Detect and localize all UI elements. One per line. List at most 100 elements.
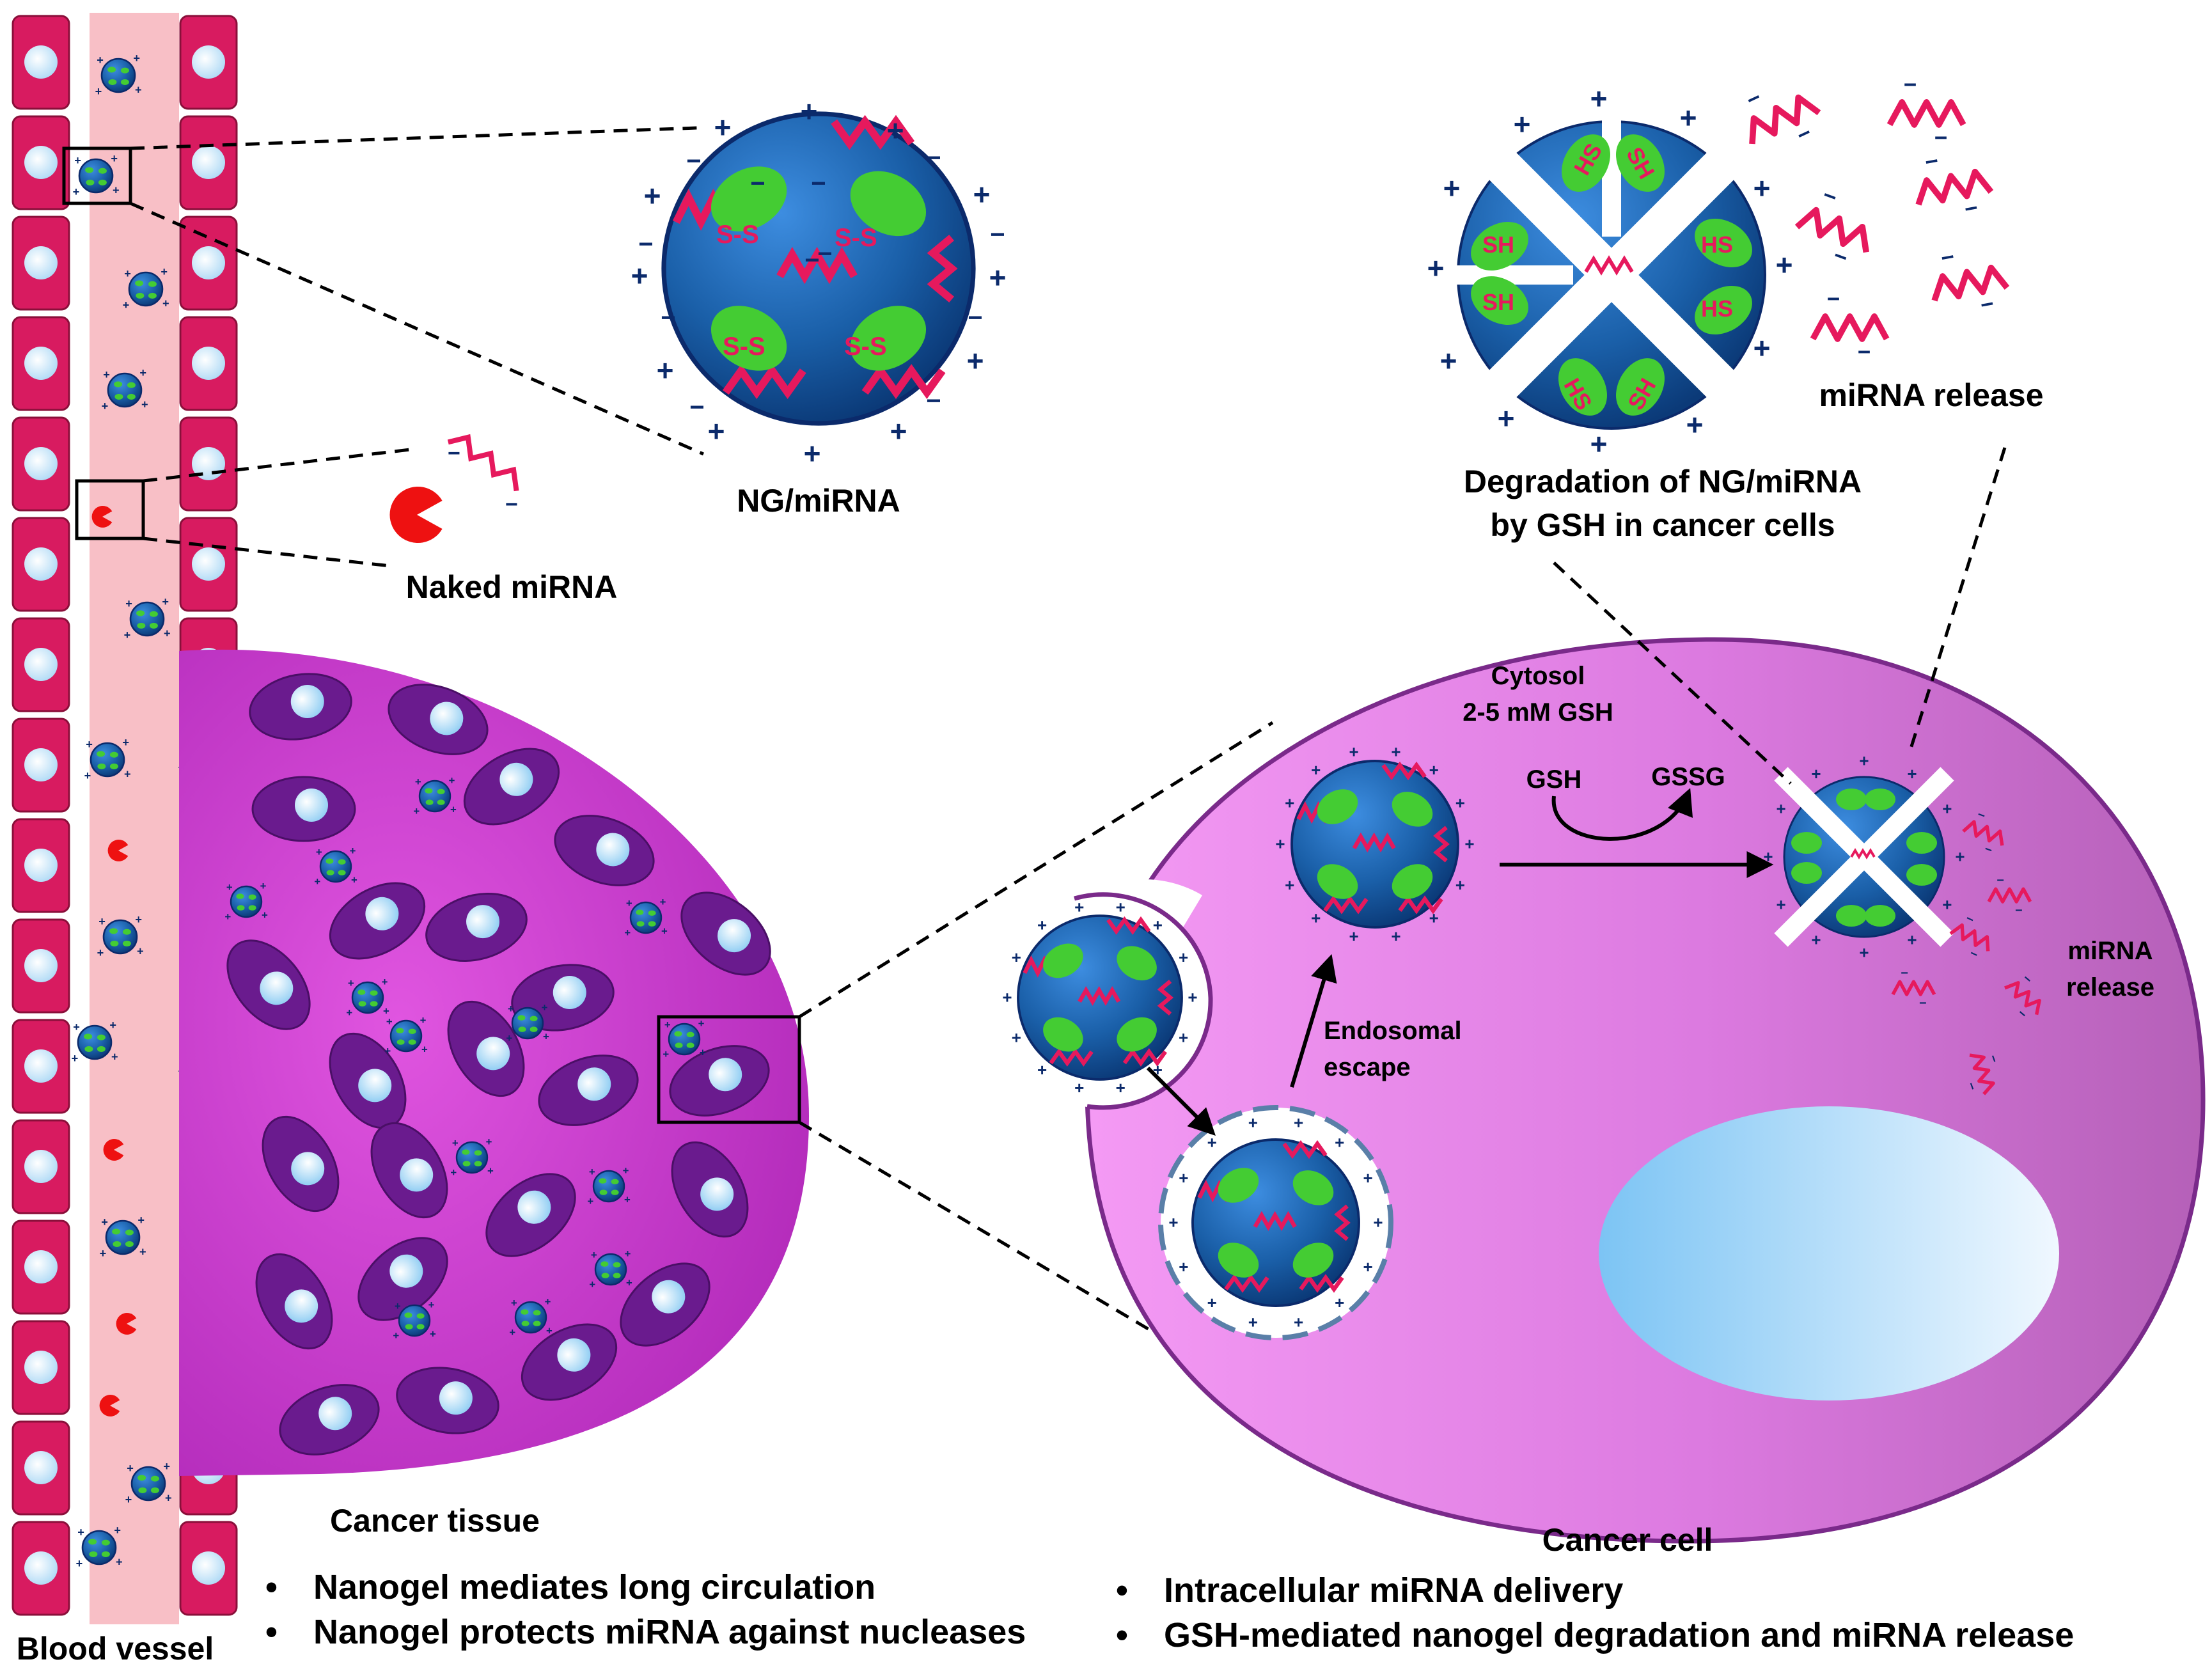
endothelial-cell xyxy=(12,216,70,311)
tumor-cell xyxy=(521,1323,618,1401)
plus-charge: + xyxy=(1335,1133,1344,1152)
plus-charge: + xyxy=(967,344,984,377)
minus-charge: − xyxy=(1827,286,1840,311)
plus-charge: + xyxy=(1811,764,1821,783)
arrow-endosomal-escape xyxy=(1290,953,1337,1088)
plus-charge: + xyxy=(1188,988,1197,1007)
plus-charge: + xyxy=(1464,835,1474,854)
plus-charge: + xyxy=(1859,943,1869,962)
zoom-box-naked-mirna xyxy=(75,479,145,540)
plus-charge: + xyxy=(1179,1257,1188,1276)
minus-charge: − xyxy=(1923,148,1940,175)
nanogel-in-circulation xyxy=(75,1523,123,1571)
minus-charge: − xyxy=(1996,874,2004,888)
free-mirna: −− xyxy=(1910,148,1996,222)
degrading-nanogel-in-cell xyxy=(1774,767,1954,947)
bullet-left-1: Nanogel mediates long circulation xyxy=(313,1568,875,1606)
plus-charge: + xyxy=(1753,171,1771,205)
bullet-symbol: • xyxy=(1116,1571,1128,1610)
tumor-cell xyxy=(425,892,528,962)
nanogel-in-circulation xyxy=(70,1017,119,1066)
tissue-cells xyxy=(226,673,771,1455)
plus-charge: + xyxy=(1363,1168,1373,1188)
minus-charge: − xyxy=(505,492,518,517)
tumor-cell xyxy=(388,684,489,755)
plus-charge: + xyxy=(1012,1028,1021,1047)
plus-charge: + xyxy=(1012,948,1021,967)
disulfide-label: S-S xyxy=(723,333,765,361)
tumor-cell xyxy=(669,1045,770,1117)
tumor-cell xyxy=(485,1173,576,1257)
plus-charge: + xyxy=(1037,915,1047,934)
free-mirna: −− xyxy=(1890,72,1963,150)
endothelial-cell xyxy=(12,1119,70,1214)
minus-charge: − xyxy=(686,147,701,175)
tumor-cell xyxy=(255,1253,333,1350)
plus-charge: + xyxy=(1275,835,1285,854)
tumor-cell xyxy=(680,891,771,976)
minus-charge: − xyxy=(817,240,832,268)
plus-charge: + xyxy=(1680,101,1697,134)
plus-charge: + xyxy=(1074,1078,1084,1097)
endothelial-cell xyxy=(12,1320,70,1415)
plus-charge: + xyxy=(1429,908,1439,927)
endothelial-cell xyxy=(12,1420,70,1516)
plus-charge: + xyxy=(1349,742,1358,761)
plus-charge: + xyxy=(801,95,818,128)
minus-charge: − xyxy=(2015,904,2023,918)
minus-charge: − xyxy=(926,144,941,172)
plus-charge: + xyxy=(1074,897,1084,916)
mirna-release-cell-label-2: release xyxy=(2066,973,2154,1001)
bullet-right-1: Intracellular miRNA delivery xyxy=(1164,1571,1623,1610)
plus-charge: + xyxy=(1248,1313,1258,1332)
plus-charge: + xyxy=(1907,764,1917,783)
zoom-lines-tissue xyxy=(798,721,1274,1370)
plus-charge: + xyxy=(1590,82,1608,115)
vessel-lumen xyxy=(90,13,179,1624)
disulfide-label: S-S xyxy=(844,333,887,361)
plus-charge: + xyxy=(1179,1168,1188,1188)
plus-charge: + xyxy=(1391,742,1400,761)
cancer-tissue xyxy=(179,649,809,1476)
degraded-charges: ++++++++++++ xyxy=(1427,82,1793,460)
plus-charge: + xyxy=(1311,760,1321,780)
released-mirna-top: −−−−−−−−−−−− xyxy=(1730,72,2011,365)
endothelial-cell xyxy=(179,1521,238,1616)
endosome xyxy=(1158,1105,1393,1340)
minus-charge: − xyxy=(448,441,460,466)
tumor-cell xyxy=(447,1000,525,1097)
endosomal-escape-label-1: Endosomal xyxy=(1324,1017,1462,1045)
free-mirna: −− xyxy=(1989,874,2030,918)
escaped-nanogel xyxy=(1292,761,1458,927)
plus-charge: + xyxy=(1153,915,1163,934)
plus-charge: + xyxy=(1168,1213,1178,1232)
gsh-concentration-label: 2-5 mM GSH xyxy=(1463,698,1613,726)
minus-charge: − xyxy=(1901,966,1908,980)
disulfide-label: S-S xyxy=(835,224,877,252)
plus-charge: + xyxy=(1753,331,1771,365)
minus-charge: − xyxy=(990,221,1005,249)
minus-charge: − xyxy=(1919,996,1927,1010)
bullets-left: • Nanogel mediates long circulation • Na… xyxy=(265,1568,1026,1651)
naked-mirna-label: Naked miRNA xyxy=(406,569,618,605)
tumor-cell xyxy=(538,1055,639,1126)
minus-charge: − xyxy=(750,169,765,198)
endothelial-cell xyxy=(179,15,238,110)
minus-charge: − xyxy=(1934,125,1948,150)
bullets-right: • Intracellular miRNA delivery • GSH-med… xyxy=(1116,1571,2074,1654)
endothelial-cell xyxy=(12,918,70,1014)
minus-charge: − xyxy=(689,393,704,421)
plus-charge: + xyxy=(1002,988,1012,1007)
plus-charge: + xyxy=(1285,875,1294,895)
cytosol-label: Cytosol xyxy=(1491,662,1585,690)
tumor-cell xyxy=(620,1262,710,1347)
plus-charge: + xyxy=(1859,751,1869,771)
tumor-cell xyxy=(262,1115,340,1212)
tumor-cell xyxy=(671,1141,749,1238)
plus-charge: + xyxy=(1455,875,1465,895)
plus-charge: + xyxy=(1429,760,1439,780)
plus-charge: + xyxy=(1037,1060,1047,1079)
plus-charge: + xyxy=(887,114,904,147)
cell-nanogel-charges: ++++++++++++++++++++++++++++++++++++++++… xyxy=(1002,742,1965,1331)
minus-charge: − xyxy=(1830,243,1851,271)
